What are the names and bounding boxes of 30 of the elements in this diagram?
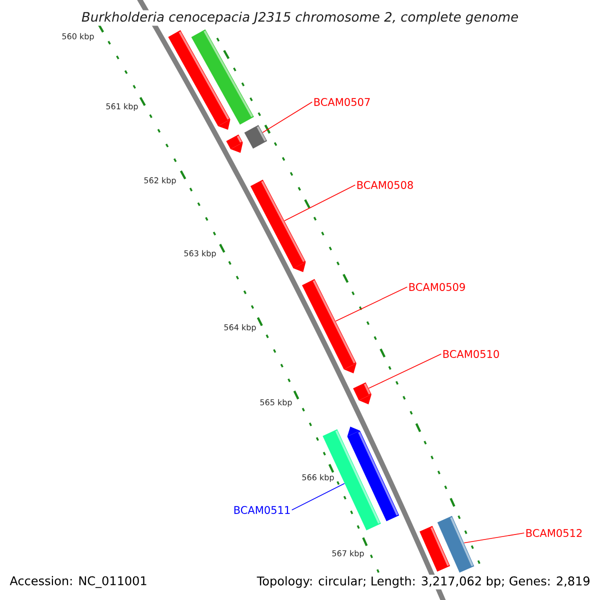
tick-label: 561 kbp	[106, 103, 138, 111]
leader-line	[368, 354, 442, 389]
accession-text: Accession: NC_011001	[8, 574, 149, 590]
gene-bar	[437, 516, 474, 573]
tick-label: 564 kbp	[224, 324, 256, 332]
gene-bar	[244, 124, 268, 149]
gene-label: BCAM0507	[314, 98, 370, 106]
leader-line	[291, 483, 345, 510]
tick-label: 563 kbp	[184, 250, 216, 258]
gene-label: BCAM0512	[526, 529, 582, 537]
gene-label: BCAM0511	[234, 506, 290, 514]
leader-line	[262, 102, 313, 133]
tick-label: 567 kbp	[332, 550, 364, 558]
leader-line	[464, 532, 525, 544]
title: Burkholderia cenocepacia J2315 chromosome 2, complete genome	[80, 10, 520, 26]
gene-bar	[191, 29, 254, 125]
tick-label: 562 kbp	[144, 177, 176, 185]
genome-info-text: Topology: circular; Length: 3,217,062 bp; Genes: 2,819	[255, 574, 592, 590]
gene-bar	[250, 180, 306, 272]
leader-line	[284, 184, 356, 222]
gene-bar	[353, 382, 372, 404]
gene-label: BCAM0509	[409, 283, 465, 291]
gene-bar	[302, 279, 356, 374]
tick-label: 566 kbp	[302, 474, 334, 482]
gene-label: BCAM0508	[357, 181, 413, 189]
tick-label: 565 kbp	[260, 399, 292, 407]
tick-label: 560 kbp	[62, 33, 94, 41]
leader-line	[335, 286, 408, 322]
gene-bar	[226, 134, 243, 153]
gene-label: BCAM0510	[443, 350, 499, 358]
